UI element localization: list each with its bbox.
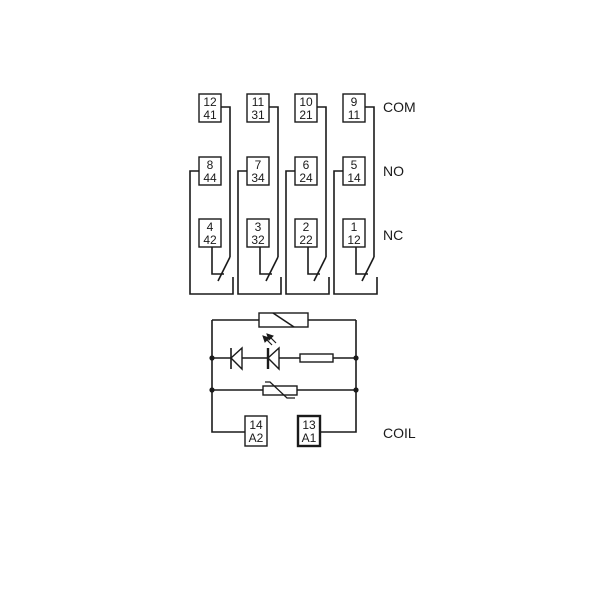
terminal-a1-number: 13 [302,418,316,432]
terminal-no-4-top: 5 [351,158,358,172]
junction-dot [209,355,215,361]
contact-set-4: 911 514 112 [333,93,378,295]
coil-circuit: 14 A2 13 A1 [209,312,359,448]
terminal-no-3-bottom: 24 [299,171,313,185]
terminal-nc-4: 112 [342,218,366,248]
terminal-a1-code: A1 [302,431,317,445]
terminal-nc-1-top: 4 [207,220,214,234]
terminal-com-2-top: 11 [252,95,265,109]
junction-dot [353,355,359,361]
terminal-nc-2-bottom: 32 [251,233,265,247]
terminal-nc-1-bottom: 42 [203,233,217,247]
com-wire [269,106,279,257]
terminal-no-3-top: 6 [303,158,310,172]
label-coil: COIL [383,425,416,441]
terminal-a2-number: 14 [249,418,263,432]
coil-right-rail [320,320,357,433]
nc-wire [211,247,224,275]
terminal-nc-4-bottom: 12 [347,233,361,247]
terminal-no-1-top: 8 [207,158,214,172]
terminal-com-4-bottom: 11 [348,108,361,122]
nc-wire [307,247,320,275]
terminal-a1: 13 A1 [296,414,322,448]
terminal-no-2-top: 7 [255,158,262,172]
coil-left-rail [211,320,245,433]
switch-blade [361,256,375,282]
no-wire [285,170,330,295]
terminal-nc-3-top: 2 [303,220,310,234]
nc-wire [259,247,272,275]
terminal-no-3: 624 [294,156,318,186]
junction-dot [353,387,359,393]
terminal-com-1-bottom: 41 [203,108,217,122]
switch-blade [265,256,279,282]
com-wire [365,106,375,257]
label-nc: NC [383,227,403,243]
terminal-nc-2: 332 [246,218,270,248]
junction-dot [209,387,215,393]
terminal-a2-code: A2 [249,431,264,445]
no-wire [333,170,378,295]
terminal-com-2-bottom: 31 [251,108,265,122]
terminal-a2: 14 A2 [244,415,268,447]
terminal-nc-4-top: 1 [351,220,358,234]
label-no: NO [383,163,404,179]
com-wire [221,106,231,257]
terminal-no-2: 734 [246,156,270,186]
label-com: COM [383,99,416,115]
terminal-com-3-top: 10 [299,95,313,109]
led-icon [262,333,280,371]
terminal-no-4-bottom: 14 [347,171,361,185]
terminal-no-2-bottom: 34 [251,171,265,185]
diode-led-branch [209,333,359,371]
com-wire [317,106,327,257]
terminal-nc-1: 442 [198,218,222,248]
switch-blade [217,256,231,282]
terminal-nc-3-bottom: 22 [299,233,313,247]
terminal-nc-2-top: 3 [255,220,262,234]
switch-blade [313,256,327,282]
terminal-no-4: 514 [342,156,366,186]
terminal-com-3-bottom: 21 [299,108,313,122]
varistor-icon [262,381,298,399]
terminal-com-4-top: 9 [351,95,358,109]
diode-icon [229,346,243,371]
no-wire [237,170,282,295]
varistor-branch [209,381,359,399]
resistor-icon [299,353,334,363]
relay-coil-symbol [212,312,356,328]
terminal-com-1-top: 12 [203,95,217,109]
terminal-no-1: 844 [198,156,222,186]
nc-wire [355,247,368,275]
terminal-com-4: 911 [342,93,366,123]
no-wire [189,170,234,295]
terminal-nc-3: 222 [294,218,318,248]
terminal-no-1-bottom: 44 [203,171,217,185]
